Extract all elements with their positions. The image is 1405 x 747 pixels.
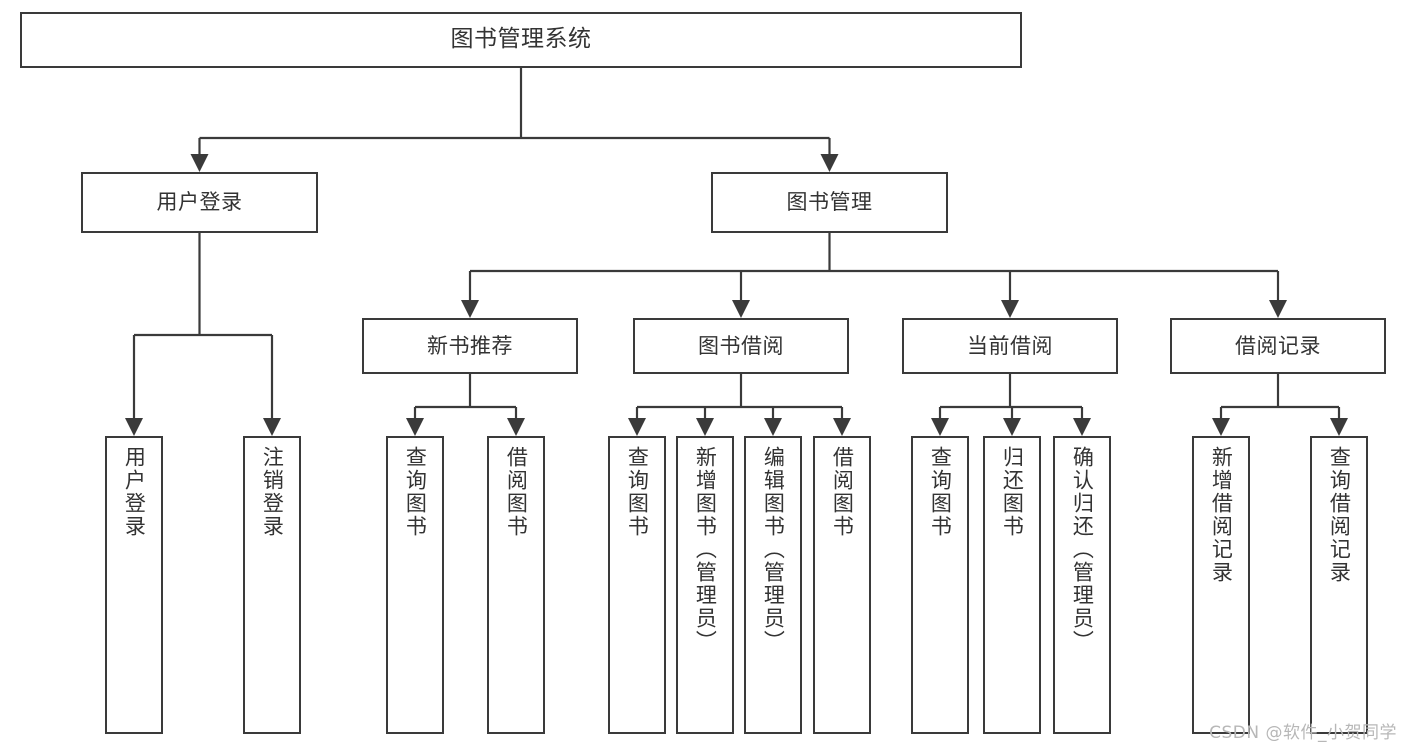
arrow-head-icon: [125, 418, 143, 436]
node-book-manage[interactable]: 图书管理: [711, 172, 948, 233]
node-leaf-cur-query-book[interactable]: 查询图书: [911, 436, 969, 734]
node-label: 查询借阅记录: [1327, 446, 1352, 584]
node-label: 编辑图书（管理员）: [761, 446, 786, 653]
arrow-head-icon: [1330, 418, 1348, 436]
arrow-head-icon: [406, 418, 424, 436]
node-label: 查询图书: [625, 446, 650, 538]
node-leaf-rec-query-book[interactable]: 查询图书: [386, 436, 444, 734]
node-label: 查询图书: [403, 446, 428, 538]
arrow-head-icon: [732, 300, 750, 318]
node-label: 借阅图书: [830, 446, 855, 538]
node-book-borrow[interactable]: 图书借阅: [633, 318, 849, 374]
node-leaf-rec-add-record[interactable]: 新增借阅记录: [1192, 436, 1250, 734]
node-label: 归还图书: [1000, 446, 1025, 538]
node-leaf-borrow-edit-book[interactable]: 编辑图书（管理员）: [744, 436, 802, 734]
node-leaf-borrow-borrow-book[interactable]: 借阅图书: [813, 436, 871, 734]
node-label: 借阅图书: [504, 446, 529, 538]
arrow-head-icon: [931, 418, 949, 436]
node-leaf-borrow-query-book[interactable]: 查询图书: [608, 436, 666, 734]
node-label: 图书管理: [786, 190, 873, 215]
node-leaf-user-login[interactable]: 用户登录: [105, 436, 163, 734]
node-borrow-record[interactable]: 借阅记录: [1170, 318, 1386, 374]
node-label: 图书管理系统: [450, 26, 592, 53]
node-leaf-rec-borrow-book[interactable]: 借阅图书: [487, 436, 545, 734]
node-leaf-cur-confirm-return[interactable]: 确认归还（管理员）: [1053, 436, 1111, 734]
arrow-head-icon: [190, 154, 209, 172]
node-label: 当前借阅: [967, 333, 1053, 358]
node-label: 确认归还（管理员）: [1070, 446, 1095, 653]
node-label: 图书借阅: [698, 333, 784, 358]
node-new-book-rec[interactable]: 新书推荐: [362, 318, 578, 374]
arrow-head-icon: [507, 418, 525, 436]
arrow-head-icon: [1003, 418, 1021, 436]
node-leaf-borrow-add-book[interactable]: 新增图书（管理员）: [676, 436, 734, 734]
node-label: 新增借阅记录: [1209, 446, 1234, 584]
arrow-head-icon: [1073, 418, 1091, 436]
node-leaf-user-logout[interactable]: 注销登录: [243, 436, 301, 734]
arrow-head-icon: [764, 418, 782, 436]
node-leaf-cur-return-book[interactable]: 归还图书: [983, 436, 1041, 734]
arrow-head-icon: [461, 300, 479, 318]
arrow-head-icon: [833, 418, 851, 436]
node-label: 注销登录: [260, 446, 285, 538]
node-leaf-rec-query-record[interactable]: 查询借阅记录: [1310, 436, 1368, 734]
node-label: 新书推荐: [427, 333, 513, 358]
arrow-head-icon: [1269, 300, 1287, 318]
watermark-text: CSDN @软件_小贺同学: [1209, 723, 1397, 743]
node-current-borrow[interactable]: 当前借阅: [902, 318, 1118, 374]
arrow-head-icon: [1212, 418, 1230, 436]
node-root[interactable]: 图书管理系统: [20, 12, 1022, 68]
arrow-head-icon: [696, 418, 714, 436]
arrow-head-icon: [628, 418, 646, 436]
arrow-head-icon: [820, 154, 839, 172]
node-label: 新增图书（管理员）: [693, 446, 718, 653]
node-label: 查询图书: [928, 446, 953, 538]
arrow-head-icon: [1001, 300, 1019, 318]
node-user-login[interactable]: 用户登录: [81, 172, 318, 233]
node-label: 用户登录: [122, 446, 147, 538]
node-label: 用户登录: [156, 190, 243, 215]
node-label: 借阅记录: [1235, 333, 1321, 358]
arrow-head-icon: [263, 418, 281, 436]
